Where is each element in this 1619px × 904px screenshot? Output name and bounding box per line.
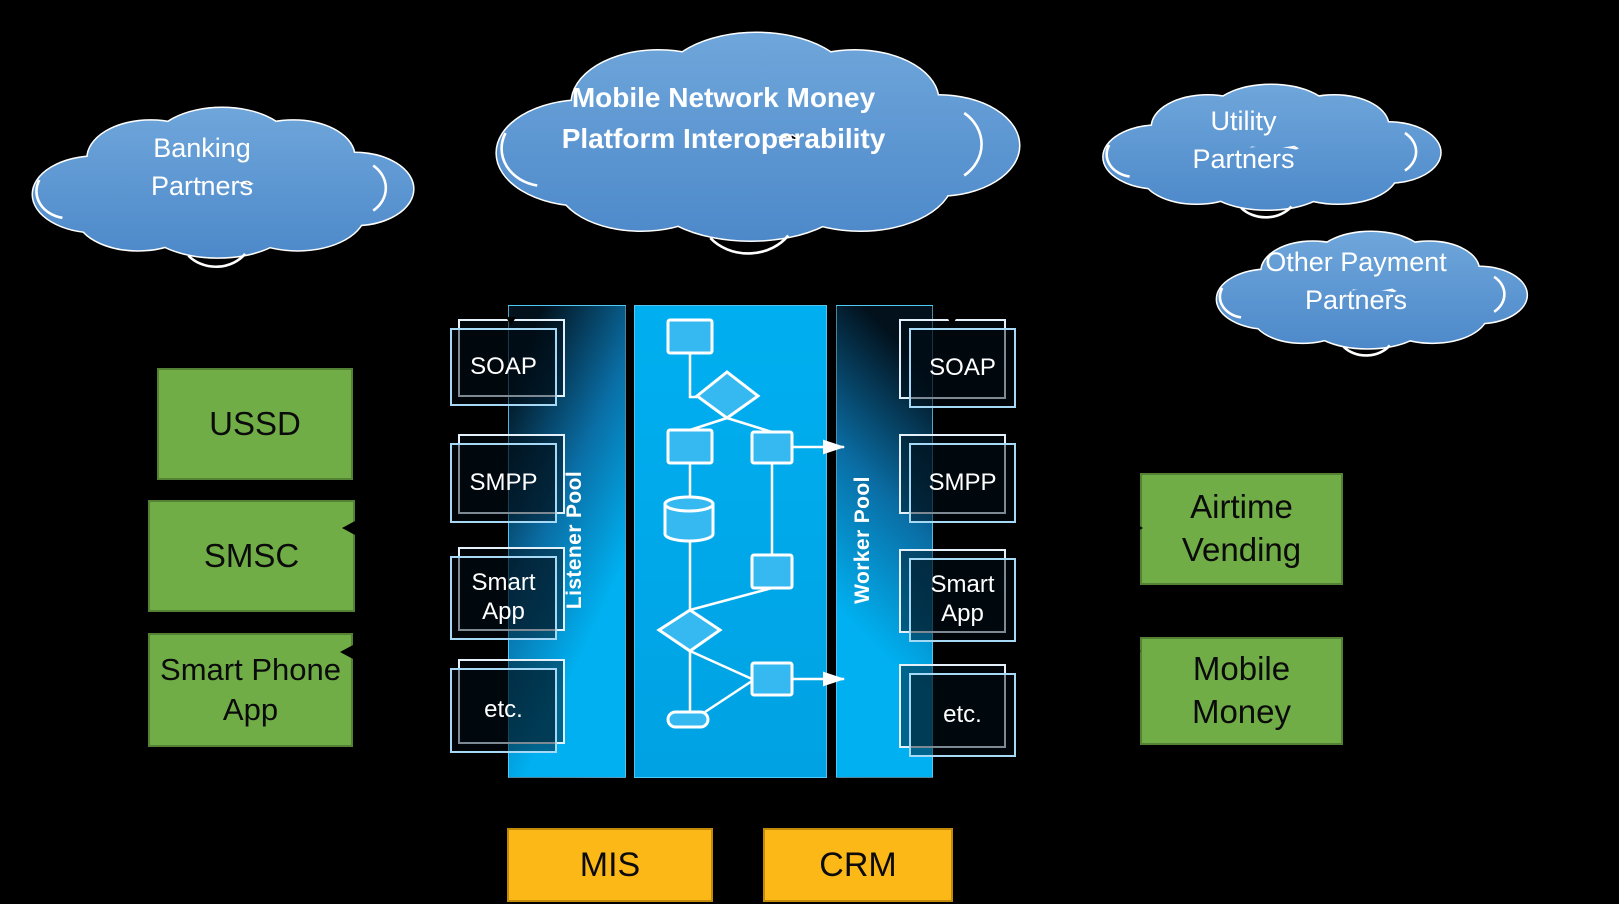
connector bbox=[689, 649, 753, 681]
cloud-label-line: Other Payment bbox=[1265, 246, 1447, 277]
system-mis: MIS bbox=[507, 828, 713, 902]
listener-pool-label: Listener Pool bbox=[563, 470, 586, 610]
workflow-diagram bbox=[656, 318, 846, 729]
cloud-label-line: Partners bbox=[1192, 144, 1295, 174]
other-payment-partners-cloud: Other Payment Partners bbox=[1200, 218, 1542, 358]
connector bbox=[689, 586, 773, 612]
arrowhead-into-airtime-vending bbox=[1130, 521, 1143, 535]
cloud-label-line: Partners bbox=[150, 171, 254, 201]
worker-pool-lane bbox=[836, 305, 933, 778]
cloud-label-line: Partners bbox=[1304, 285, 1408, 315]
stacked-card bbox=[458, 434, 565, 514]
arrowhead-into-listener-soap bbox=[506, 317, 516, 326]
utility-partners-label: Utility Partners bbox=[1085, 70, 1457, 220]
channel-label: SMSC bbox=[203, 536, 300, 574]
system-label: MIS bbox=[579, 845, 641, 884]
channel-label: USSD bbox=[209, 404, 301, 442]
adapter-card: SOAP bbox=[450, 328, 557, 406]
connector bbox=[688, 353, 697, 399]
platform-interoperability-cloud: Mobile Network Money Platform Interopera… bbox=[468, 8, 1045, 258]
connector bbox=[689, 416, 728, 432]
service-label: Airtime Vending bbox=[1181, 488, 1302, 568]
worker-pool-label: Worker Pool bbox=[851, 476, 874, 604]
arrowhead-into-smart-phone-app bbox=[340, 645, 353, 659]
channel-smart-phone-app: Smart Phone App bbox=[148, 633, 353, 747]
adapter-card: etc. bbox=[450, 668, 557, 753]
service-label: Mobile Money bbox=[1191, 650, 1292, 730]
process-step bbox=[666, 318, 714, 355]
decision-diamond bbox=[656, 608, 723, 653]
adapter-label: SMPP bbox=[469, 468, 538, 496]
listener-pool-lane bbox=[508, 305, 626, 778]
terminator-pill bbox=[666, 710, 710, 729]
stacked-card bbox=[899, 434, 1006, 514]
channel-ussd: USSD bbox=[157, 368, 353, 480]
adapter-card: SMPP bbox=[909, 443, 1016, 523]
cloud-label-line: Banking bbox=[153, 132, 251, 163]
title-line: Platform Interoperability bbox=[561, 123, 886, 154]
utility-partners-cloud: Utility Partners bbox=[1085, 70, 1457, 220]
stacked-card bbox=[458, 319, 565, 397]
adapter-card: etc. bbox=[909, 673, 1016, 757]
worker-adapter-soap: SOAP bbox=[899, 319, 1016, 408]
process-step bbox=[750, 553, 794, 590]
adapter-card: SOAP bbox=[909, 328, 1016, 408]
stacked-card bbox=[458, 547, 565, 631]
arrowhead-into-worker-soap bbox=[947, 317, 957, 326]
adapter-card: SMPP bbox=[450, 443, 557, 523]
database-cylinder bbox=[663, 502, 715, 543]
service-mobile-money: Mobile Money bbox=[1140, 637, 1343, 745]
adapter-label: SOAP bbox=[929, 353, 996, 381]
adapter-label: SMPP bbox=[928, 468, 997, 496]
listener-adapter-smpp: SMPP bbox=[450, 434, 565, 523]
process-step bbox=[666, 428, 714, 465]
adapter-label: Smart App bbox=[930, 571, 995, 627]
worker-adapter-smart-app: Smart App bbox=[899, 549, 1016, 642]
banking-partners-cloud: Banking Partners bbox=[12, 90, 432, 270]
listener-adapter-smart-app: Smart App bbox=[450, 547, 565, 640]
worker-adapter-smpp: SMPP bbox=[899, 434, 1016, 523]
decision-diamond bbox=[694, 370, 761, 420]
adapter-label: Smart App bbox=[471, 569, 536, 625]
worker-adapter-etc: etc. bbox=[899, 664, 1016, 757]
diagram-title: Mobile Network Money Platform Interopera… bbox=[468, 8, 1045, 258]
adapter-card: Smart App bbox=[450, 556, 557, 640]
stacked-card bbox=[899, 549, 1006, 633]
other-payment-partners-label: Other Payment Partners bbox=[1200, 218, 1542, 358]
process-step bbox=[750, 661, 794, 697]
arrowhead-into-smsc bbox=[342, 521, 355, 535]
title-line: Mobile Network Money bbox=[571, 82, 876, 114]
system-label: CRM bbox=[819, 845, 897, 884]
adapter-label: etc. bbox=[943, 700, 982, 728]
stacked-card bbox=[899, 664, 1006, 748]
listener-adapter-etc: etc. bbox=[450, 659, 565, 753]
connector bbox=[704, 679, 753, 714]
process-step bbox=[750, 430, 794, 465]
adapter-card: Smart App bbox=[909, 558, 1016, 642]
processing-pools: Listener Pool Worker Pool bbox=[508, 305, 933, 778]
adapter-label: etc. bbox=[484, 696, 523, 724]
connector bbox=[726, 416, 773, 434]
channel-label: Smart Phone App bbox=[160, 651, 341, 727]
system-crm: CRM bbox=[763, 828, 953, 902]
adapter-label: SOAP bbox=[470, 352, 537, 380]
stacked-card bbox=[458, 659, 565, 744]
channel-smsc: SMSC bbox=[148, 500, 355, 612]
cloud-label-line: Utility bbox=[1210, 105, 1277, 136]
banking-partners-label: Banking Partners bbox=[12, 90, 432, 270]
arrowhead-into-mobile-money bbox=[1128, 644, 1141, 658]
listener-adapter-soap: SOAP bbox=[450, 319, 565, 406]
database-cylinder-top bbox=[663, 495, 715, 513]
service-airtime-vending: Airtime Vending bbox=[1140, 473, 1343, 585]
